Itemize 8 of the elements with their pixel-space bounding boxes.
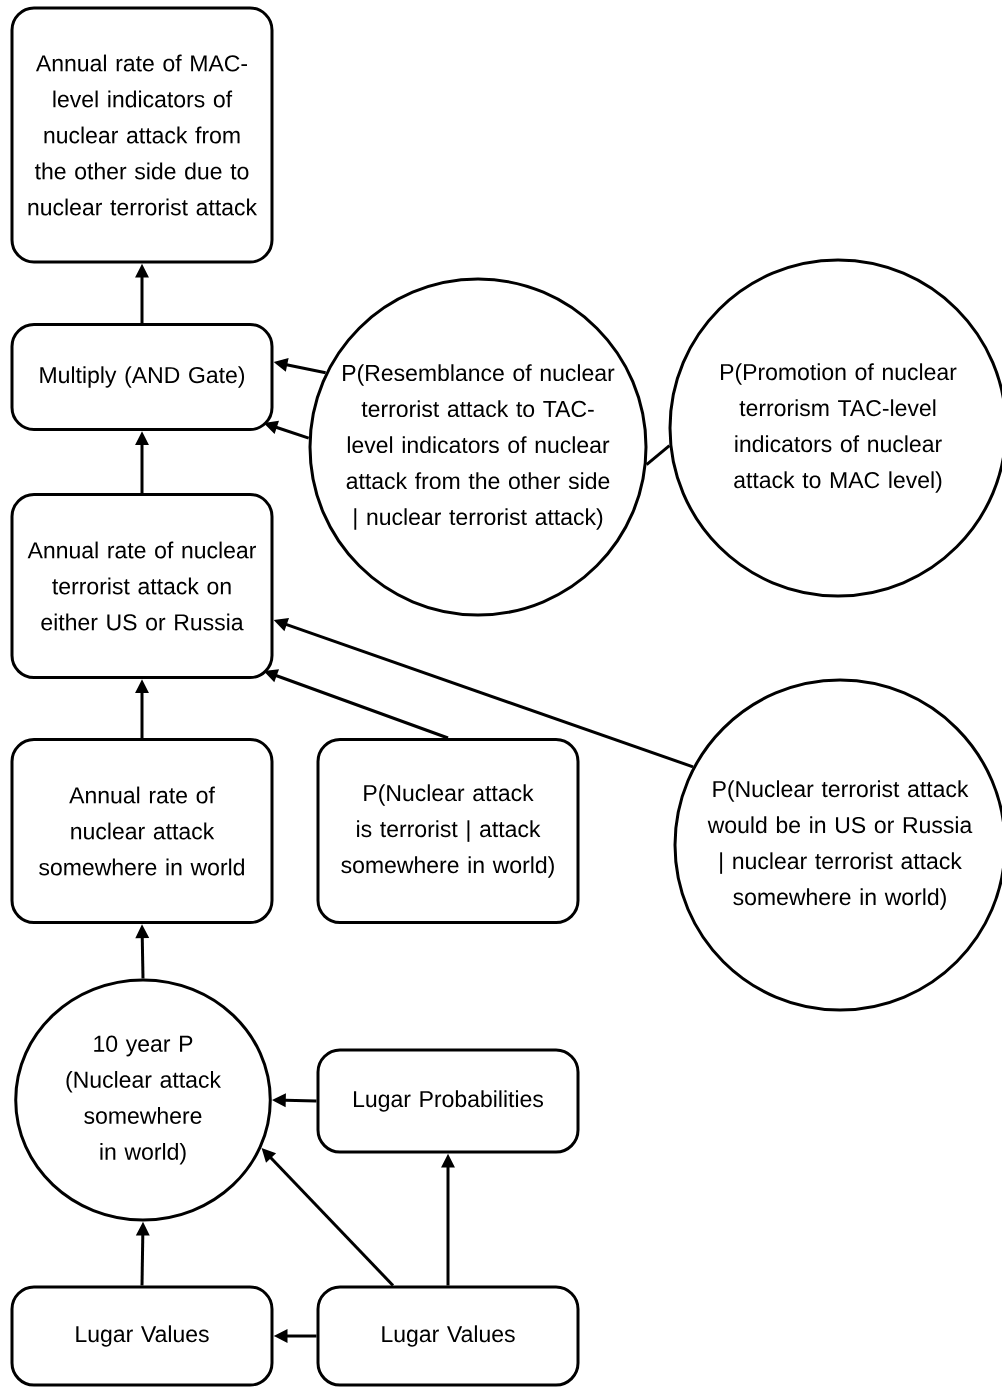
process-box: Annual rate of MAC-level indicators of nuclear attack from the other side due to nuclear terrorist attack <box>10 6 274 264</box>
process-box: Lugar Values <box>316 1285 580 1387</box>
process-box: Multiply (AND Gate) <box>10 323 274 431</box>
process-box: Lugar Probabilities <box>316 1048 580 1154</box>
process-box: Annual rate of nuclear terrorist attack on either US or Russia <box>10 493 274 679</box>
process-box: Lugar Values <box>10 1285 274 1387</box>
process-box: Annual rate of nuclear attack somewhere in world <box>10 738 274 924</box>
process-box: P(Nuclear attack is terrorist | attack somewhere in world) <box>316 738 580 924</box>
